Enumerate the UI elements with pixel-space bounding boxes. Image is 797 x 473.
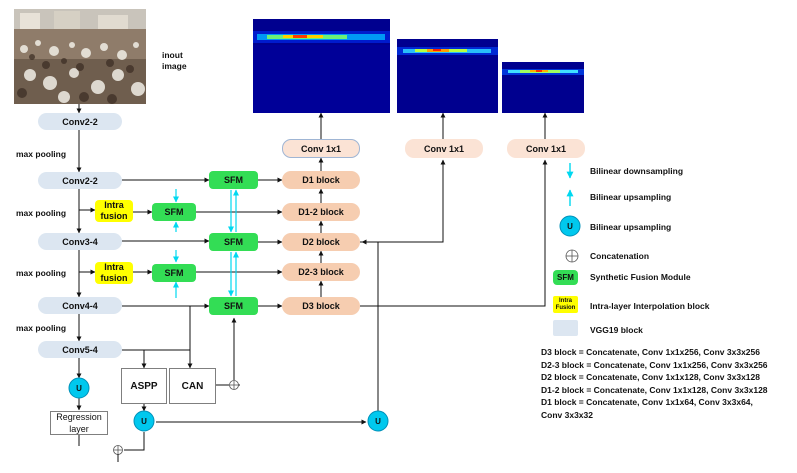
vgg-block-conv5-4: Conv5-4 — [38, 341, 122, 358]
conv1x1-block-d2: Conv 1x1 — [405, 139, 483, 158]
intra-fusion-block-1: Intra fusion — [95, 200, 133, 222]
formula-d1-2: D1-2 block = Concatenate, Conv 1x1x128, … — [541, 384, 768, 395]
regression-line2: layer — [69, 424, 89, 434]
sfm-block-row1: SFM — [209, 171, 258, 189]
u-upsample-circle-3 — [367, 410, 389, 432]
density-map-d1 — [253, 19, 390, 113]
legend-u-upsampling-text: Bilinear upsampling — [590, 222, 672, 232]
density-map-d2 — [397, 39, 498, 113]
legend-vgg-text: VGG19 block — [590, 325, 643, 335]
vgg-block-conv4-4: Conv4-4 — [38, 297, 122, 314]
legend-sfm-box: SFM — [553, 270, 578, 285]
decoder-d1-2-block: D1-2 block — [282, 203, 360, 221]
conv1x1-block-d1: Conv 1x1 — [282, 139, 360, 158]
decoder-d2-3-block: D2-3 block — [282, 263, 360, 281]
formula-d2: D2 block = Concatenate, Conv 1x1x128, Co… — [541, 372, 760, 382]
decoder-d2-block: D2 block — [282, 233, 360, 251]
sfm-block-row4: SFM — [152, 264, 196, 282]
legend-intra-line1: Intra — [558, 297, 572, 304]
legend-intra-line2: Fusion — [555, 304, 576, 311]
legend-u-circle — [559, 215, 581, 237]
intra-fusion-line1: Intra — [104, 200, 124, 210]
legend-sfm-text: Synthetic Fusion Module — [590, 272, 691, 282]
max-pooling-label-4: max pooling — [16, 323, 67, 333]
line-u-concat2 — [124, 432, 145, 451]
intra-fusion-block-2: Intra fusion — [95, 262, 133, 284]
legend-intra-box: Intra Fusion — [553, 296, 578, 313]
u-label-2: U — [141, 417, 147, 426]
u-upsample-circle-2 — [133, 410, 155, 432]
arrow-d2-conv2 — [360, 159, 446, 243]
aspp-block: ASPP — [121, 368, 167, 404]
vgg-block-conv2-2-a: Conv2-2 — [38, 113, 122, 130]
arrow-conv5-can — [122, 349, 193, 369]
input-label-line1: inout — [162, 50, 183, 60]
can-block: CAN — [169, 368, 216, 404]
crowd-photo — [14, 9, 146, 104]
decoder-d3-block: D3 block — [282, 297, 360, 315]
arrow-conv5-aspp — [122, 349, 147, 369]
legend-vgg-box — [553, 320, 578, 336]
formula-d3: D3 block = Concatenate, Conv 1x1x256, Co… — [541, 347, 760, 357]
input-crowd-image — [14, 9, 146, 104]
intra-fusion-line1: Intra — [104, 262, 124, 272]
input-label-line2: image — [162, 61, 187, 71]
arrow-d3-conv3 — [360, 159, 548, 307]
formula-d1: D1 block = Concatenate, Conv 1x1x64, Con… — [541, 397, 753, 407]
regression-layer-block: Regression layer — [50, 411, 108, 435]
legend-upsampling-text: Bilinear upsampling — [590, 192, 672, 202]
u-label-3: U — [375, 417, 381, 426]
sfm-block-row5: SFM — [209, 297, 258, 315]
legend-u-label: U — [567, 222, 573, 231]
intra-fusion-line2: fusion — [100, 211, 128, 221]
vgg-block-conv2-2-b: Conv2-2 — [38, 172, 122, 189]
density-map-d3 — [502, 62, 584, 113]
intra-fusion-line2: fusion — [100, 273, 128, 283]
sfm-block-row3: SFM — [209, 233, 258, 251]
regression-line1: Regression — [56, 412, 102, 422]
max-pooling-label-3: max pooling — [16, 268, 67, 278]
vgg-block-conv3-4: Conv3-4 — [38, 233, 122, 250]
u-label-1: U — [76, 384, 82, 393]
arrow-u-d2 — [361, 239, 379, 411]
conv1x1-block-d3: Conv 1x1 — [507, 139, 585, 158]
sfm-block-row2: SFM — [152, 203, 196, 221]
legend-concatenation-text: Concatenation — [590, 251, 650, 261]
max-pooling-label-1: max pooling — [16, 149, 67, 159]
u-upsample-circle-1 — [68, 377, 90, 399]
formula-d1-cont: Conv 3x3x32 — [541, 409, 593, 420]
formula-d2-3: D2-3 block = Concatenate, Conv 1x1x256, … — [541, 359, 768, 370]
decoder-d1-block: D1 block — [282, 171, 360, 189]
max-pooling-label-2: max pooling — [16, 208, 67, 218]
legend-downsampling-text: Bilinear downsampling — [590, 166, 684, 176]
legend-intra-text: Intra-layer Interpolation block — [590, 301, 710, 311]
